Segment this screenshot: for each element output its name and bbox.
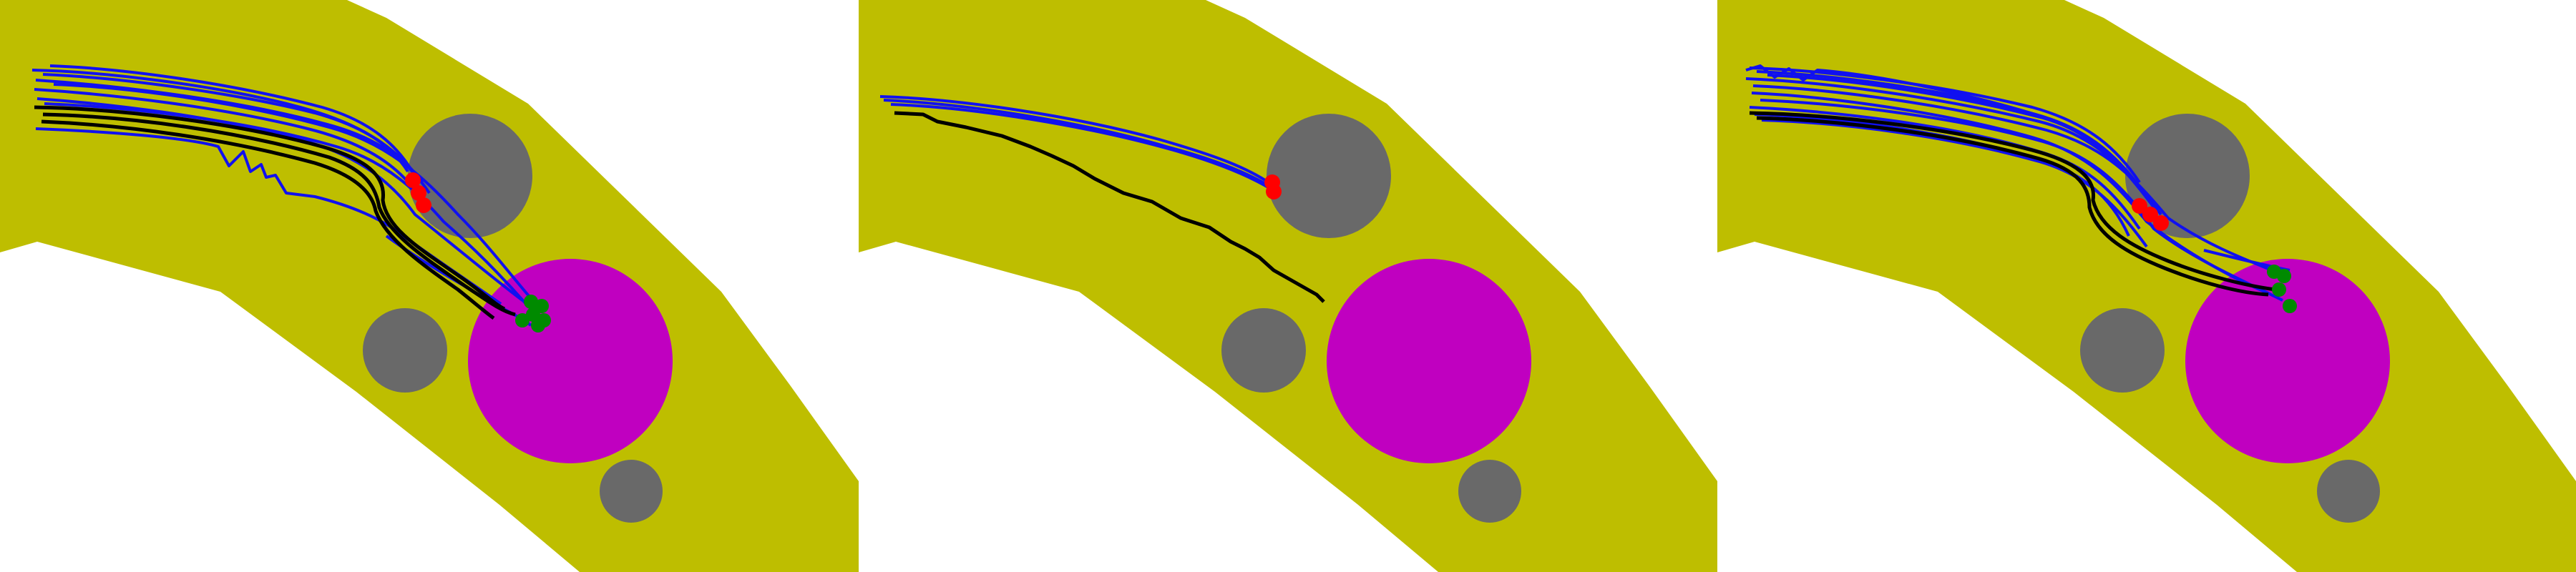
obstacle-small	[1458, 460, 1521, 523]
obstacle-medium	[363, 308, 447, 393]
panel-middle	[859, 0, 1717, 572]
blue-trajectory	[49, 64, 413, 172]
obstacle-small	[2317, 460, 2380, 523]
blue-trajectory	[42, 73, 424, 184]
blue-trajectory	[1752, 84, 2276, 273]
blue-trajectory	[1745, 64, 2047, 119]
obstacle-small	[600, 460, 663, 523]
target-region	[2185, 259, 2390, 463]
black-trajectories	[894, 111, 1325, 303]
target-region	[468, 259, 673, 463]
road-region	[859, 0, 1717, 572]
red-marker	[405, 172, 421, 188]
green-marker	[2272, 282, 2286, 297]
blue-trajectories	[1745, 64, 2290, 302]
red-marker	[416, 197, 431, 213]
obstacle-large	[1267, 114, 1391, 238]
red-marker	[2142, 207, 2158, 222]
green-marker	[526, 307, 540, 322]
red-markers	[1264, 174, 1282, 199]
green-marker	[531, 318, 545, 332]
obstacle-large	[408, 114, 532, 238]
red-markers	[2132, 198, 2169, 231]
panel-left-svg	[0, 0, 859, 572]
black-trajectory	[34, 105, 506, 311]
green-marker	[2277, 269, 2291, 283]
black-trajectory	[42, 112, 516, 317]
red-markers	[405, 172, 431, 213]
black-trajectory	[894, 111, 1325, 303]
green-markers	[2267, 265, 2297, 313]
panel-middle-svg	[859, 0, 1717, 572]
blue-trajectory	[44, 102, 527, 305]
road-region	[0, 0, 859, 572]
blue-trajectory	[34, 88, 413, 187]
black-trajectories	[34, 105, 516, 320]
blue-trajectory	[879, 95, 1275, 187]
blue-trajectory	[53, 83, 531, 298]
red-marker	[2153, 215, 2169, 231]
red-marker	[2132, 198, 2147, 214]
green-marker	[524, 295, 538, 309]
black-trajectory	[41, 119, 495, 320]
blue-trajectory	[883, 99, 1277, 191]
blue-trajectory	[1767, 74, 2155, 209]
panel-left	[0, 0, 859, 572]
black-trajectories	[1749, 111, 2276, 297]
panel-right	[1717, 0, 2576, 572]
target-region	[1327, 259, 1531, 463]
blue-trajectory	[1760, 99, 2283, 302]
black-trajectory	[1756, 116, 2269, 297]
black-trajectory	[1749, 111, 2276, 292]
blue-trajectory	[890, 103, 1279, 194]
green-markers	[515, 295, 551, 332]
obstacle-medium	[2080, 308, 2165, 393]
green-marker	[2283, 299, 2297, 313]
panel-right-svg	[1717, 0, 2576, 572]
obstacle-medium	[1221, 308, 1306, 393]
red-marker	[1266, 184, 1282, 199]
blue-trajectories	[879, 95, 1279, 194]
blue-trajectory	[1761, 119, 2148, 248]
green-marker	[515, 313, 530, 327]
red-marker	[411, 185, 426, 201]
